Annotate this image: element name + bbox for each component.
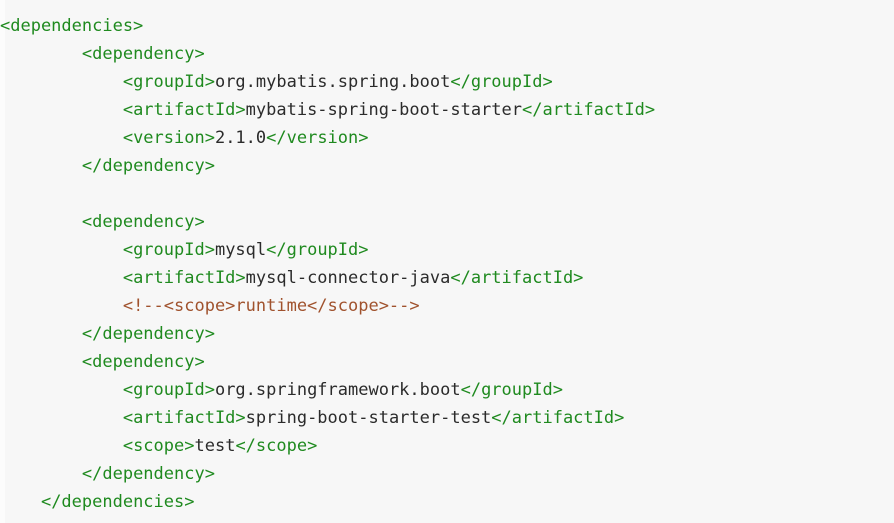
code-line: </dependency> [0, 460, 894, 488]
code-token-text: mybatis-spring-boot-starter [245, 100, 522, 120]
code-token-comment: <!--<scope>runtime</scope>--> [122, 296, 420, 316]
code-indent [0, 72, 123, 92]
code-line: <dependency> [0, 40, 894, 68]
code-token-tag: </version> [266, 128, 369, 148]
code-line: <version>2.1.0</version> [0, 124, 894, 152]
code-token-tag: </artifactId> [491, 408, 625, 428]
code-token-tag: <version> [122, 128, 215, 148]
code-indent [0, 464, 82, 484]
code-line: <dependency> [0, 348, 894, 376]
code-line: <groupId>mysql</groupId> [0, 236, 894, 264]
code-indent [0, 268, 123, 288]
code-token-tag: <groupId> [122, 380, 215, 400]
code-token-tag: </dependency> [81, 156, 215, 176]
code-line-blank [0, 180, 894, 208]
code-indent [0, 212, 82, 232]
code-indent [0, 408, 123, 428]
code-line: <artifactId>mysql-connector-java</artifa… [0, 264, 894, 292]
code-token-tag: </dependency> [81, 464, 215, 484]
code-token-tag: <artifactId> [122, 100, 246, 120]
code-token-tag: <artifactId> [122, 268, 246, 288]
xml-code-block[interactable]: <dependencies> <dependency> <groupId>org… [0, 12, 894, 516]
code-token-text: mysql [214, 240, 267, 260]
code-indent [0, 324, 82, 344]
code-indent [0, 436, 123, 456]
code-token-tag: <scope> [122, 436, 195, 456]
code-token-tag: </artifactId> [450, 268, 584, 288]
code-token-text: test [194, 436, 236, 456]
code-indent [0, 352, 82, 372]
code-line: <groupId>org.mybatis.spring.boot</groupI… [0, 68, 894, 96]
code-token-text: org.mybatis.spring.boot [214, 72, 451, 92]
code-token-tag: <groupId> [122, 240, 215, 260]
code-line: <dependencies> [0, 12, 894, 40]
code-line: <artifactId>mybatis-spring-boot-starter<… [0, 96, 894, 124]
code-line: </dependencies> [0, 488, 894, 516]
code-line: </dependency> [0, 152, 894, 180]
code-indent [0, 128, 123, 148]
code-token-tag: </groupId> [450, 72, 553, 92]
code-token-tag: </scope> [235, 436, 318, 456]
code-line: <groupId>org.springframework.boot</group… [0, 376, 894, 404]
code-token-text: 2.1.0 [214, 128, 267, 148]
code-token-tag: </dependencies> [40, 492, 195, 512]
code-indent [0, 100, 123, 120]
code-indent [0, 296, 123, 316]
code-line: <dependency> [0, 208, 894, 236]
code-token-tag: <dependency> [81, 352, 205, 372]
code-indent [0, 492, 41, 512]
code-line: <!--<scope>runtime</scope>--> [0, 292, 894, 320]
code-token-tag: <groupId> [122, 72, 215, 92]
code-indent [0, 240, 123, 260]
code-token-tag: </groupId> [460, 380, 563, 400]
code-indent [0, 156, 82, 176]
code-line: <artifactId>spring-boot-starter-test</ar… [0, 404, 894, 432]
code-token-tag: <artifactId> [122, 408, 246, 428]
code-line: </dependency> [0, 320, 894, 348]
code-token-text: spring-boot-starter-test [245, 408, 492, 428]
code-indent [0, 380, 123, 400]
code-token-tag: <dependency> [81, 44, 205, 64]
code-line: <scope>test</scope> [0, 432, 894, 460]
code-token-tag: </dependency> [81, 324, 215, 344]
code-indent [0, 44, 82, 64]
code-token-tag: <dependencies> [0, 16, 144, 36]
code-token-tag: </artifactId> [522, 100, 656, 120]
code-token-text: org.springframework.boot [214, 380, 461, 400]
code-token-tag: <dependency> [81, 212, 205, 232]
code-token-text: mysql-connector-java [245, 268, 451, 288]
code-token-tag: </groupId> [266, 240, 369, 260]
